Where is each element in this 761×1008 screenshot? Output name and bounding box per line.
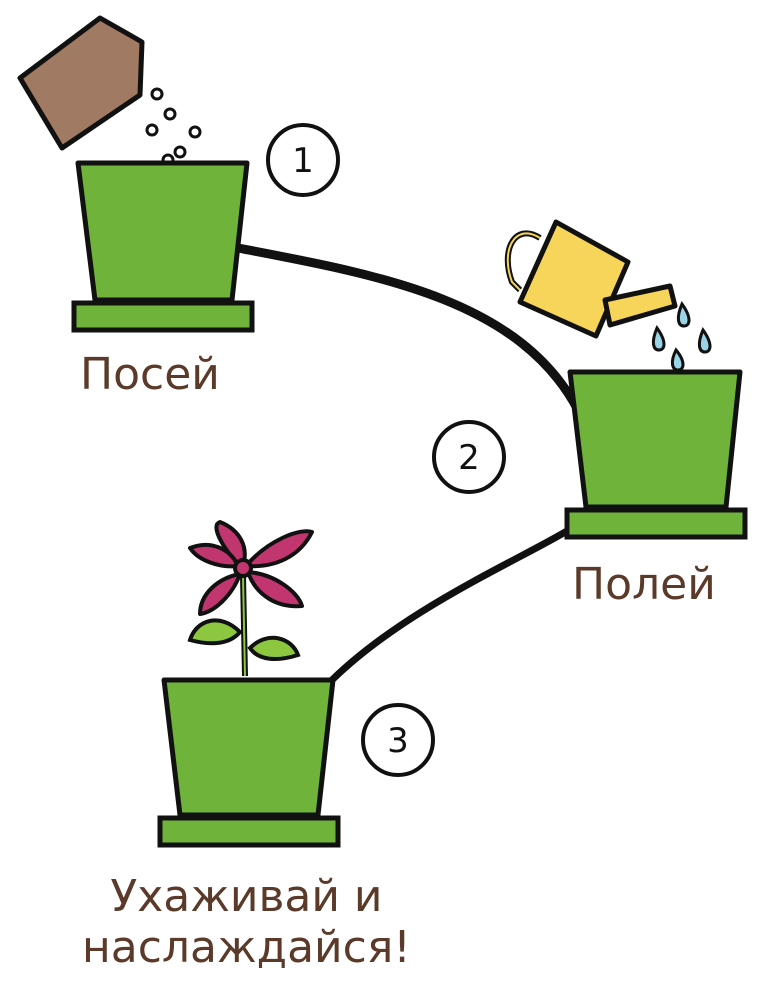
pot-1 (71, 160, 255, 333)
svg-text:1: 1 (292, 141, 314, 181)
step-2-label: Полей (572, 559, 716, 610)
step-3-label: Ухаживай и наслаждайся! (82, 871, 411, 973)
step-3-label-line2: наслаждайся! (82, 921, 411, 973)
seeds-icon (145, 87, 202, 167)
pot-2 (564, 369, 748, 540)
pot-3 (157, 677, 341, 848)
step-1-label: Посей (80, 349, 220, 400)
water-drops-icon (651, 300, 712, 372)
connector-1-2 (233, 243, 583, 415)
svg-text:2: 2 (458, 438, 480, 478)
step-number-3: 3 (361, 703, 435, 777)
step-number-1: 1 (266, 123, 340, 197)
watering-can-icon (504, 219, 678, 339)
connector-2-3 (322, 524, 576, 690)
step-number-2: 2 (432, 420, 506, 494)
seed-bag-icon (17, 15, 145, 151)
step-3-label-line1: Ухаживай и (110, 871, 383, 922)
flower-icon (187, 520, 314, 677)
svg-text:3: 3 (387, 721, 409, 761)
